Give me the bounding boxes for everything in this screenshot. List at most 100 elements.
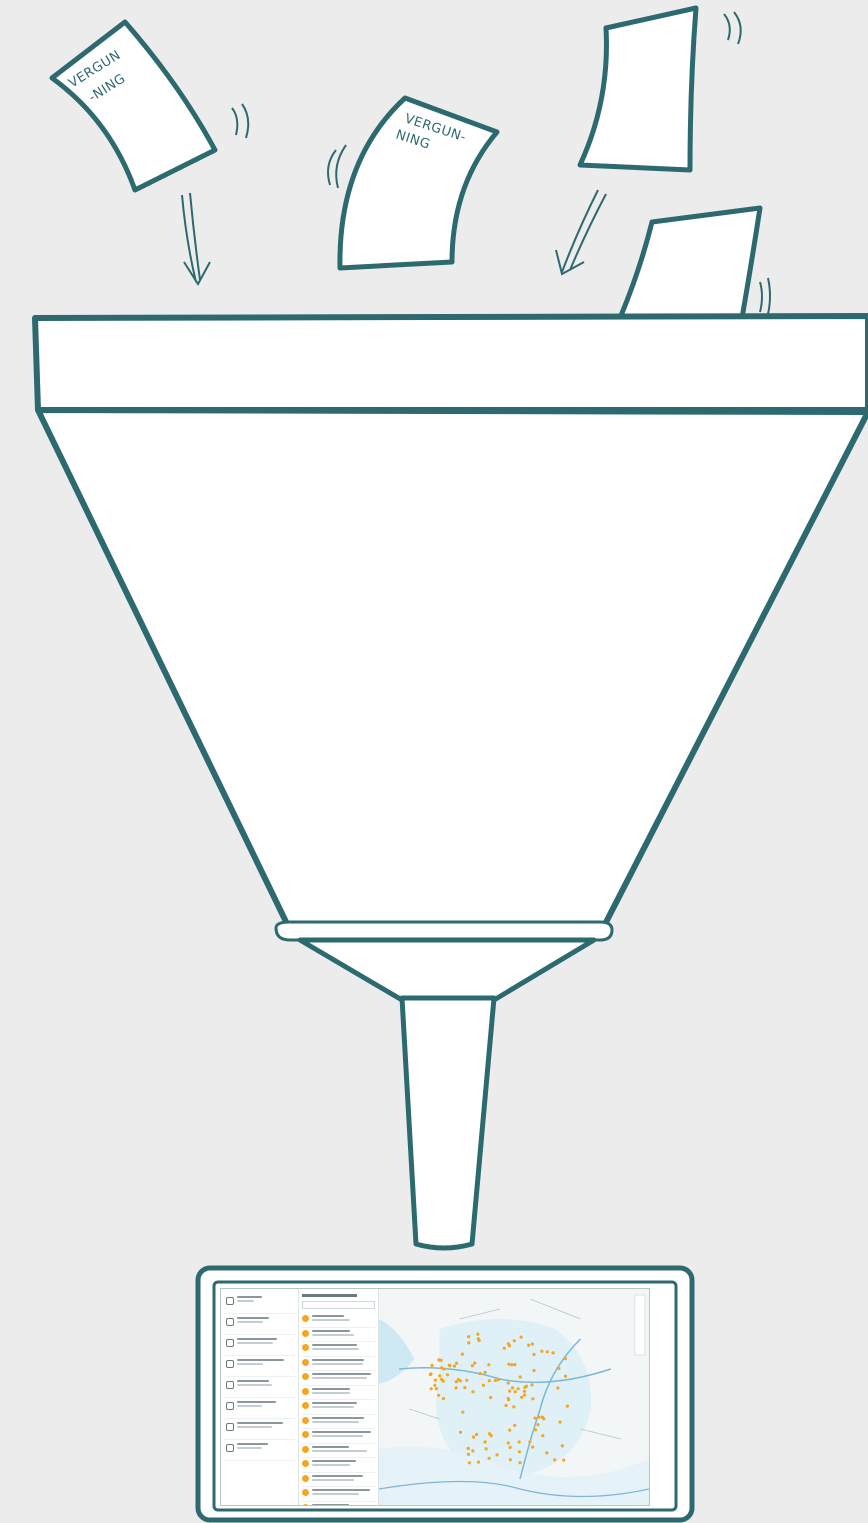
permit-marker[interactable] [513,1363,516,1366]
permit-marker[interactable] [454,1386,457,1389]
permit-marker[interactable] [488,1432,491,1435]
permit-marker[interactable] [509,1446,512,1449]
list-item[interactable] [302,1415,375,1430]
permit-marker[interactable] [528,1440,531,1443]
permit-search-input[interactable] [302,1301,375,1309]
permit-marker[interactable] [508,1390,511,1393]
permit-marker[interactable] [504,1404,507,1407]
list-item[interactable] [302,1444,375,1459]
nav-item[interactable] [224,1419,295,1440]
permit-marker[interactable] [507,1363,510,1366]
permit-marker[interactable] [536,1423,539,1426]
permit-marker[interactable] [517,1387,520,1390]
permit-marker[interactable] [523,1390,526,1393]
permit-marker[interactable] [497,1378,500,1381]
permit-marker[interactable] [473,1362,476,1365]
permit-marker[interactable] [532,1353,535,1356]
permit-marker[interactable] [459,1431,462,1434]
permit-marker[interactable] [508,1429,511,1432]
permit-marker[interactable] [465,1379,468,1382]
permit-marker[interactable] [532,1369,535,1372]
permit-marker[interactable] [475,1433,478,1436]
permit-marker[interactable] [541,1416,544,1419]
permit-marker[interactable] [489,1396,492,1399]
permit-marker[interactable] [484,1447,487,1450]
permit-marker[interactable] [433,1384,436,1387]
nav-item[interactable] [224,1398,295,1419]
permit-marker[interactable] [531,1445,534,1448]
permit-marker[interactable] [453,1365,456,1368]
nav-item[interactable] [224,1440,295,1461]
permit-marker[interactable] [511,1386,514,1389]
permit-marker[interactable] [446,1373,449,1376]
permit-marker[interactable] [531,1397,534,1400]
permit-marker[interactable] [513,1424,516,1427]
permit-marker[interactable] [525,1385,528,1388]
permit-marker[interactable] [471,1390,474,1393]
permit-marker[interactable] [467,1335,470,1338]
permit-marker[interactable] [534,1428,537,1431]
list-item[interactable] [302,1458,375,1473]
map-zoom-controls[interactable] [635,1295,645,1355]
permit-marker[interactable] [564,1375,567,1378]
permit-marker[interactable] [564,1357,567,1360]
permit-marker[interactable] [430,1387,433,1390]
list-item[interactable] [302,1328,375,1343]
list-item[interactable] [302,1400,375,1415]
list-item[interactable] [302,1342,375,1357]
permit-marker[interactable] [519,1336,522,1339]
permit-marker[interactable] [507,1441,510,1444]
list-item[interactable] [302,1502,375,1507]
permit-marker[interactable] [503,1347,506,1350]
list-item[interactable] [302,1429,375,1444]
permit-marker[interactable] [438,1374,441,1377]
permit-marker[interactable] [461,1411,464,1414]
permit-marker[interactable] [514,1390,517,1393]
nav-item[interactable] [224,1356,295,1377]
permit-marker[interactable] [455,1380,458,1383]
permit-marker[interactable] [429,1373,432,1376]
permit-marker[interactable] [488,1457,491,1460]
permit-marker[interactable] [507,1397,510,1400]
permit-marker[interactable] [477,1461,480,1464]
permit-marker[interactable] [519,1375,522,1378]
permit-marker[interactable] [494,1379,497,1382]
permit-marker[interactable] [546,1350,549,1353]
permit-marker[interactable] [477,1337,480,1340]
permit-marker[interactable] [430,1364,433,1367]
permit-marker[interactable] [440,1366,443,1369]
permit-marker[interactable] [467,1453,470,1456]
permit-marker[interactable] [541,1434,544,1437]
permit-marker[interactable] [483,1440,486,1443]
permit-map[interactable] [379,1289,649,1505]
permit-marker[interactable] [472,1436,475,1439]
permit-marker[interactable] [562,1459,565,1462]
permit-marker[interactable] [507,1381,510,1384]
permit-marker[interactable] [467,1341,470,1344]
permit-marker[interactable] [518,1450,521,1453]
permit-marker[interactable] [513,1339,516,1342]
permit-marker[interactable] [468,1461,471,1464]
permit-marker[interactable] [557,1367,560,1370]
permit-marker[interactable] [455,1362,458,1365]
permit-marker[interactable] [531,1342,534,1345]
permit-marker[interactable] [518,1461,521,1464]
permit-marker[interactable] [533,1417,536,1420]
nav-item[interactable] [224,1335,295,1356]
permit-marker[interactable] [553,1458,556,1461]
permit-marker[interactable] [442,1380,445,1383]
nav-item[interactable] [224,1377,295,1398]
permit-marker[interactable] [556,1386,559,1389]
list-item[interactable] [302,1487,375,1502]
permit-marker[interactable] [527,1344,530,1347]
permit-marker[interactable] [530,1383,533,1386]
permit-marker[interactable] [561,1444,564,1447]
permit-marker[interactable] [558,1421,561,1424]
nav-item[interactable] [224,1314,295,1335]
permit-marker[interactable] [471,1364,474,1367]
permit-marker[interactable] [507,1342,510,1345]
permit-marker[interactable] [495,1453,498,1456]
permit-marker[interactable] [537,1416,540,1419]
permit-marker[interactable] [440,1359,443,1362]
list-item[interactable] [302,1473,375,1488]
